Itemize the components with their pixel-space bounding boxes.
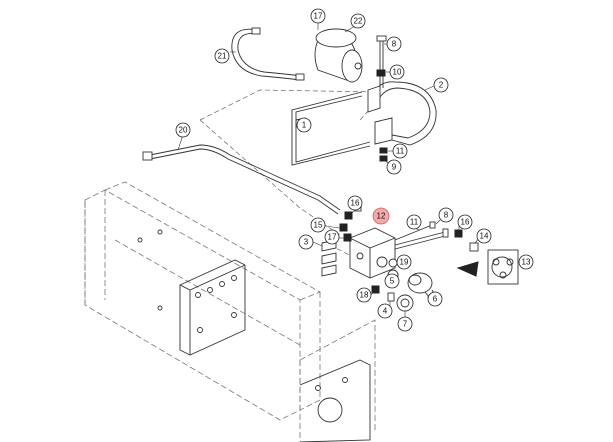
callout-label: 3 [304, 238, 309, 247]
callout-label: 1 [302, 121, 307, 130]
nut-10 [376, 69, 386, 77]
callout-label: 11 [396, 147, 405, 156]
bolts-11-8 [394, 221, 449, 250]
chassis-frame [84, 181, 376, 442]
frame-mount-bracket [137, 229, 371, 442]
bolt-8-top [376, 35, 387, 88]
callout-5: 5 [384, 273, 400, 289]
callout-label: 4 [383, 307, 388, 316]
callout-2: 2 [433, 77, 449, 93]
callout-15: 15 [310, 217, 326, 233]
callout-label: 16 [461, 218, 470, 227]
callout-label: 16 [351, 199, 360, 208]
callout-label: 22 [354, 17, 363, 26]
callout-21: 21 [214, 48, 230, 64]
air-tank [314, 28, 363, 83]
callout-label: 17 [314, 12, 323, 21]
callout-label: 9 [392, 163, 397, 172]
callout-11-top: 11 [392, 143, 408, 159]
callout-3: 3 [298, 234, 314, 250]
callout-label: 21 [218, 52, 227, 61]
callout-label: 15 [314, 221, 323, 230]
callout-12: 12 [372, 207, 390, 225]
assembly-guide-lines [199, 89, 381, 259]
callout-4: 4 [377, 303, 393, 319]
callout-label: 11 [410, 218, 419, 227]
callout-14: 14 [476, 228, 492, 244]
callout-label: 6 [433, 295, 438, 304]
callout-label: 19 [400, 258, 409, 267]
callout-16-left: 16 [347, 195, 363, 211]
tank-mount-bracket [367, 81, 437, 146]
callout-18: 18 [356, 287, 372, 303]
nut-9 [379, 147, 388, 162]
callout-7: 7 [397, 316, 413, 332]
callout-20: 20 [175, 122, 191, 138]
callout-label: 18 [360, 291, 369, 300]
callout-label: 8 [444, 211, 449, 220]
callout-label: 8 [392, 40, 397, 49]
hose-21 [231, 27, 305, 81]
callout-label: 5 [390, 277, 395, 286]
pipe-20 [142, 144, 341, 215]
callout-17-top: 17 [310, 8, 326, 24]
callout-label: 14 [480, 232, 489, 241]
callout-8-mid: 8 [438, 207, 454, 223]
callout-13: 13 [518, 254, 534, 270]
callout-9: 9 [386, 159, 402, 175]
fittings-right [454, 229, 479, 252]
callout-22: 22 [350, 13, 366, 29]
callout-label: 2 [439, 81, 444, 90]
callout-1: 1 [296, 117, 312, 133]
callout-label: 20 [179, 126, 188, 135]
valve-block [349, 227, 396, 279]
fittings-lower [371, 285, 414, 312]
callout-11-mid: 11 [406, 214, 422, 230]
callout-10: 10 [389, 64, 405, 80]
callout-label: 7 [403, 320, 408, 329]
spacers-3 [321, 239, 337, 277]
callout-label: 13 [522, 258, 531, 267]
callout-19: 19 [396, 254, 412, 270]
gasket-13 [456, 249, 519, 285]
callout-label: 12 [377, 212, 386, 221]
callout-8-top: 8 [386, 36, 402, 52]
callout-16-right: 16 [457, 214, 473, 230]
callout-label: 10 [393, 68, 402, 77]
callout-17-mid: 17 [324, 229, 340, 245]
callout-label: 17 [328, 233, 337, 242]
callout-6: 6 [427, 291, 443, 307]
